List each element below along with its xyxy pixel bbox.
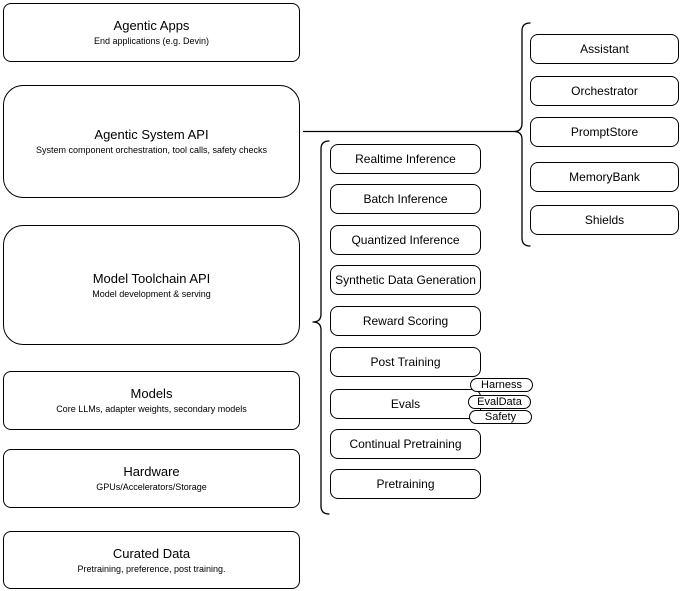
rnode-memorybank: MemoryBank [530, 162, 679, 192]
box-title: Agentic System API [94, 127, 209, 142]
rnode-assistant: Assistant [530, 34, 679, 64]
box-title: Agentic Apps [113, 18, 190, 33]
box-agentic-apps: Agentic Apps End applications (e.g. Devi… [3, 3, 300, 62]
box-agentic-system-api: Agentic System API System component orch… [3, 85, 300, 198]
system-components-brace [513, 22, 531, 247]
node-continual-pretraining: Continual Pretraining [330, 429, 481, 459]
box-title: Curated Data [112, 545, 191, 561]
rnode-promptstore: PromptStore [530, 117, 679, 147]
pill-safety: Safety [469, 410, 532, 424]
node-post-training: Post Training [330, 347, 481, 377]
box-title: Models [130, 386, 173, 401]
box-model-toolchain-api: Model Toolchain API Model development & … [3, 225, 300, 345]
box-subtitle: End applications (e.g. Devin) [93, 36, 210, 46]
box-subtitle: System component orchestration, tool cal… [35, 145, 268, 155]
pill-evaldata: EvalData [468, 395, 531, 409]
box-subtitle: Core LLMs, adapter weights, secondary mo… [56, 404, 247, 414]
toolchain-brace [312, 140, 330, 515]
box-subtitle: Pretraining, preference, post training. [77, 563, 226, 574]
rnode-orchestrator: Orchestrator [530, 76, 679, 106]
pill-harness: Harness [470, 378, 533, 392]
node-pretraining: Pretraining [330, 469, 481, 499]
node-synthetic-data-generation: Synthetic Data Generation [330, 265, 481, 295]
node-quantized-inference: Quantized Inference [330, 225, 481, 255]
node-batch-inference: Batch Inference [330, 184, 481, 214]
box-title: Hardware [123, 464, 180, 479]
box-subtitle: Model development & serving [92, 288, 211, 299]
node-realtime-inference: Realtime Inference [330, 144, 481, 174]
box-subtitle: GPUs/Accelerators/Storage [96, 482, 207, 492]
box-hardware: Hardware GPUs/Accelerators/Storage [3, 449, 300, 508]
rnode-shields: Shields [530, 205, 679, 235]
node-reward-scoring: Reward Scoring [330, 306, 481, 336]
box-models: Models Core LLMs, adapter weights, secon… [3, 371, 300, 430]
node-evals: Evals [330, 389, 481, 419]
box-curated-data: Curated Data Pretraining, preference, po… [3, 531, 300, 589]
box-title: Model Toolchain API [92, 270, 211, 286]
